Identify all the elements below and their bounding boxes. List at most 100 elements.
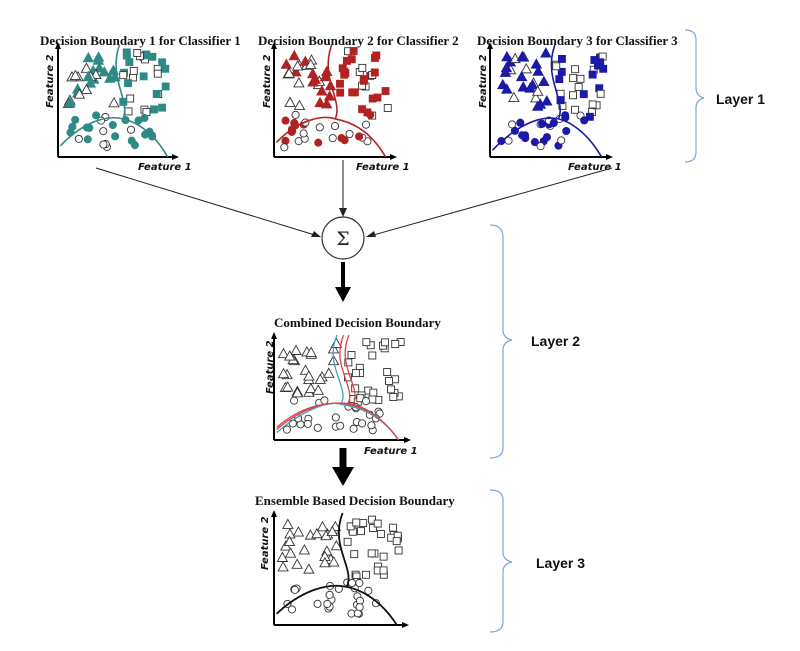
triangle-marker xyxy=(290,66,302,77)
classifier-2-ylabel: Feature 2 xyxy=(262,54,273,108)
triangle-marker xyxy=(314,96,326,108)
triangle-marker xyxy=(324,79,337,91)
circle-marker xyxy=(83,135,92,144)
square-marker xyxy=(569,74,578,83)
classifier-2-xlabel: Feature 1 xyxy=(356,162,410,173)
triangle-marker xyxy=(520,62,533,74)
layer-1-bracket xyxy=(684,29,705,163)
triangle-marker xyxy=(304,58,317,70)
triangle-marker xyxy=(538,75,550,87)
triangle-marker xyxy=(532,65,544,76)
square-marker xyxy=(133,49,142,57)
square-marker xyxy=(379,566,388,575)
triangle-marker xyxy=(277,367,290,379)
triangle-marker xyxy=(323,90,336,101)
triangle-marker xyxy=(277,347,290,359)
circle-marker xyxy=(518,131,527,140)
decision-boundary-line xyxy=(335,118,387,158)
circle-marker xyxy=(74,134,83,143)
triangle-marker xyxy=(303,370,315,381)
circle-marker xyxy=(361,397,371,406)
combined-xlabel: Feature 1 xyxy=(364,446,418,457)
triangle-marker xyxy=(312,384,324,395)
classifier-3-ylabel: Feature 2 xyxy=(478,54,489,108)
square-marker xyxy=(588,70,597,79)
decision-boundary-line xyxy=(344,334,356,405)
triangle-marker xyxy=(530,58,543,69)
triangle-marker xyxy=(80,83,93,95)
triangle-marker xyxy=(293,76,305,88)
circle-marker xyxy=(99,140,108,149)
square-marker xyxy=(596,58,605,67)
layer-2-bracket xyxy=(489,224,513,459)
circle-marker xyxy=(282,425,291,434)
square-marker xyxy=(336,79,344,88)
square-marker xyxy=(392,537,401,546)
square-marker xyxy=(344,358,353,367)
triangle-marker xyxy=(330,539,343,551)
square-marker xyxy=(386,385,395,394)
arrow-2-head xyxy=(339,208,347,217)
triangle-marker xyxy=(290,344,302,355)
triangle-marker xyxy=(69,69,82,80)
decision-boundary-line xyxy=(491,117,559,151)
triangle-marker xyxy=(508,91,520,103)
circle-marker xyxy=(127,136,136,145)
decision-boundary-line xyxy=(346,586,398,626)
square-marker xyxy=(381,87,390,95)
arrow-3-head xyxy=(366,231,376,237)
square-marker xyxy=(124,79,132,88)
square-marker xyxy=(588,100,597,109)
classifier-3-xlabel: Feature 1 xyxy=(568,162,622,173)
square-marker xyxy=(342,56,351,65)
classifier-1-xlabel: Feature 1 xyxy=(138,162,192,173)
triangle-marker xyxy=(73,88,86,99)
ensemble-ylabel: Feature 2 xyxy=(260,516,271,570)
triangle-marker xyxy=(311,527,323,539)
square-marker xyxy=(343,537,352,546)
y-axis-arrowhead xyxy=(271,42,277,49)
square-marker xyxy=(369,388,378,397)
triangle-marker xyxy=(108,96,120,108)
triangle-marker xyxy=(298,543,311,555)
arrows-to-sum xyxy=(95,160,613,237)
triangle-marker xyxy=(92,54,105,65)
ensemble-title: Ensemble Based Decision Boundary xyxy=(255,493,455,508)
circle-marker xyxy=(108,120,117,130)
circle-marker xyxy=(562,126,571,136)
triangle-marker xyxy=(530,91,542,103)
classifier-2-title: Decision Boundary 2 for Classifier 2 xyxy=(258,33,459,48)
circle-marker xyxy=(358,419,367,428)
square-marker xyxy=(383,104,392,112)
triangle-marker xyxy=(516,50,529,62)
classifier-2-panel: Decision Boundary 2 for Classifier 2 Fea… xyxy=(258,33,459,173)
triangle-marker xyxy=(281,381,294,392)
y-axis-arrowhead xyxy=(271,332,277,339)
square-marker xyxy=(370,68,379,77)
classifier-1-ylabel: Feature 2 xyxy=(45,54,56,108)
triangle-marker xyxy=(515,70,528,82)
triangle-marker xyxy=(93,62,106,73)
triangle-marker xyxy=(104,72,116,83)
triangle-marker xyxy=(98,65,111,77)
arrow-combined-to-ensemble-head xyxy=(332,467,354,486)
circle-marker xyxy=(337,134,346,143)
ensemble-plot xyxy=(271,510,409,628)
square-marker xyxy=(373,93,382,102)
layer-3-label: Layer 3 xyxy=(536,555,585,571)
triangle-marker xyxy=(517,81,530,92)
decision-boundary-line xyxy=(115,44,126,120)
circle-marker xyxy=(71,115,80,124)
circle-marker xyxy=(313,423,322,432)
triangle-marker xyxy=(292,526,305,537)
ensemble-panel: Ensemble Based Decision Boundary Feature… xyxy=(255,493,455,628)
triangle-marker xyxy=(524,82,536,93)
triangle-marker xyxy=(314,373,327,384)
circle-marker xyxy=(331,413,340,422)
decision-boundary-line xyxy=(59,117,124,147)
square-marker xyxy=(391,340,400,348)
square-marker xyxy=(379,552,388,561)
circle-marker xyxy=(291,110,300,119)
square-marker xyxy=(341,69,350,78)
